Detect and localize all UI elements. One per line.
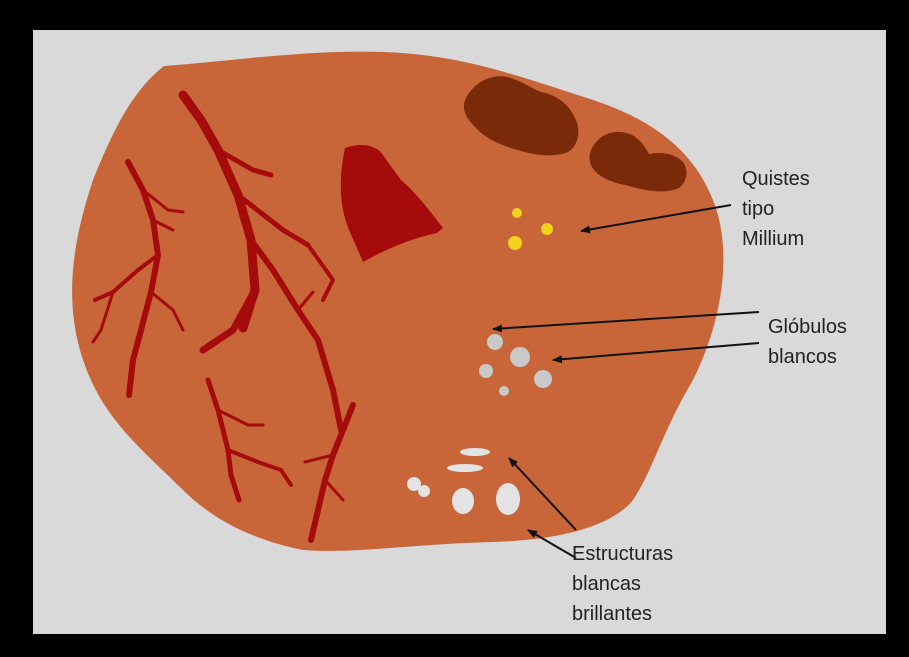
shiny-white-structure	[447, 464, 483, 472]
milia-cyst	[541, 223, 553, 235]
lesion-diagram	[33, 30, 886, 634]
shiny-white-structure	[496, 483, 520, 515]
label-line: blancos	[768, 342, 847, 372]
white-globule	[510, 347, 530, 367]
milia-cyst	[508, 236, 522, 250]
label-line: Quistes	[742, 164, 810, 194]
label-milia-cysts: Quistes tipo Millium	[742, 164, 810, 254]
label-line: blancas	[572, 569, 673, 599]
milia-cyst	[512, 208, 522, 218]
label-white-globules: Glóbulos blancos	[768, 312, 847, 372]
lesion-body	[72, 52, 723, 551]
diagram-slide: Quistes tipo Millium Glóbulos blancos Es…	[33, 30, 886, 634]
shiny-white-structure	[460, 448, 490, 456]
white-globule	[479, 364, 493, 378]
label-line: brillantes	[572, 599, 673, 629]
label-line: Glóbulos	[768, 312, 847, 342]
white-globule	[534, 370, 552, 388]
label-line: tipo	[742, 194, 810, 224]
white-globule	[499, 386, 509, 396]
shiny-white-structure	[452, 488, 474, 514]
label-shiny-white-structures: Estructuras blancas brillantes	[572, 539, 673, 629]
label-line: Millium	[742, 224, 810, 254]
white-globule	[487, 334, 503, 350]
shiny-white-structure	[418, 485, 430, 497]
label-line: Estructuras	[572, 539, 673, 569]
